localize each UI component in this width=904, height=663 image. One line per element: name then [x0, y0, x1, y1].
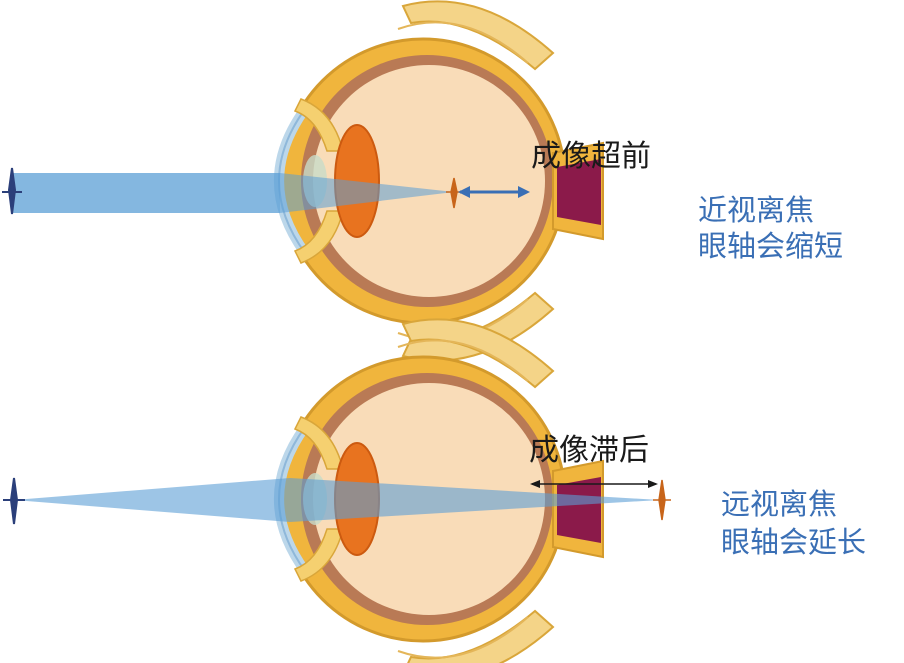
top-caption-line2: 眼轴会缩短 [698, 229, 844, 263]
bottom-caption-line1: 远视离焦 [721, 487, 838, 521]
top-image-label: 成像超前 [531, 139, 651, 174]
bottom-light-beam [14, 478, 660, 522]
top-converging-rays [280, 173, 454, 213]
bottom-caption-line2: 眼轴会延长 [721, 525, 867, 559]
bottom-focus-star-icon [653, 479, 671, 521]
top-source-star-icon [2, 167, 22, 215]
top-distance-arrow [458, 186, 530, 198]
bottom-source-star-icon [3, 477, 25, 525]
bottom-distance-arrow [530, 480, 658, 488]
top-light-beam [12, 173, 280, 213]
top-caption-line1: 近视离焦 [698, 193, 815, 227]
bottom-image-label: 成像滞后 [529, 433, 649, 468]
